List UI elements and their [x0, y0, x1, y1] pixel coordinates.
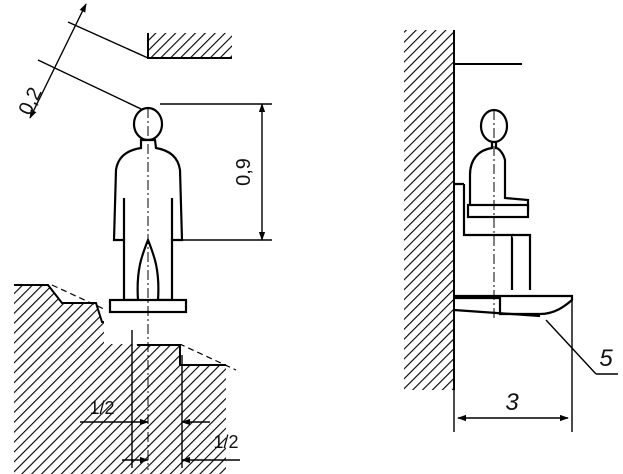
left-view [14, 3, 272, 474]
wall [404, 30, 455, 390]
height-dimension [160, 103, 272, 241]
clearance-lines [29, 3, 161, 119]
offset-dimensions [80, 330, 240, 468]
distance-dimension [453, 300, 573, 432]
label-head-height: 0,9 [233, 158, 255, 186]
label-callout: 5 [599, 345, 613, 372]
right-view [404, 30, 618, 432]
ceiling-block [147, 33, 232, 59]
label-left-clearance: 0,2 [15, 84, 47, 119]
standing-figure [108, 106, 188, 314]
label-wall-distance: 3 [505, 389, 519, 416]
callout-leader [545, 319, 618, 375]
label-step-offset-right: 1/2 [213, 432, 238, 452]
label-step-offset-left: 1/2 [89, 398, 114, 418]
seated-figure [453, 108, 574, 318]
